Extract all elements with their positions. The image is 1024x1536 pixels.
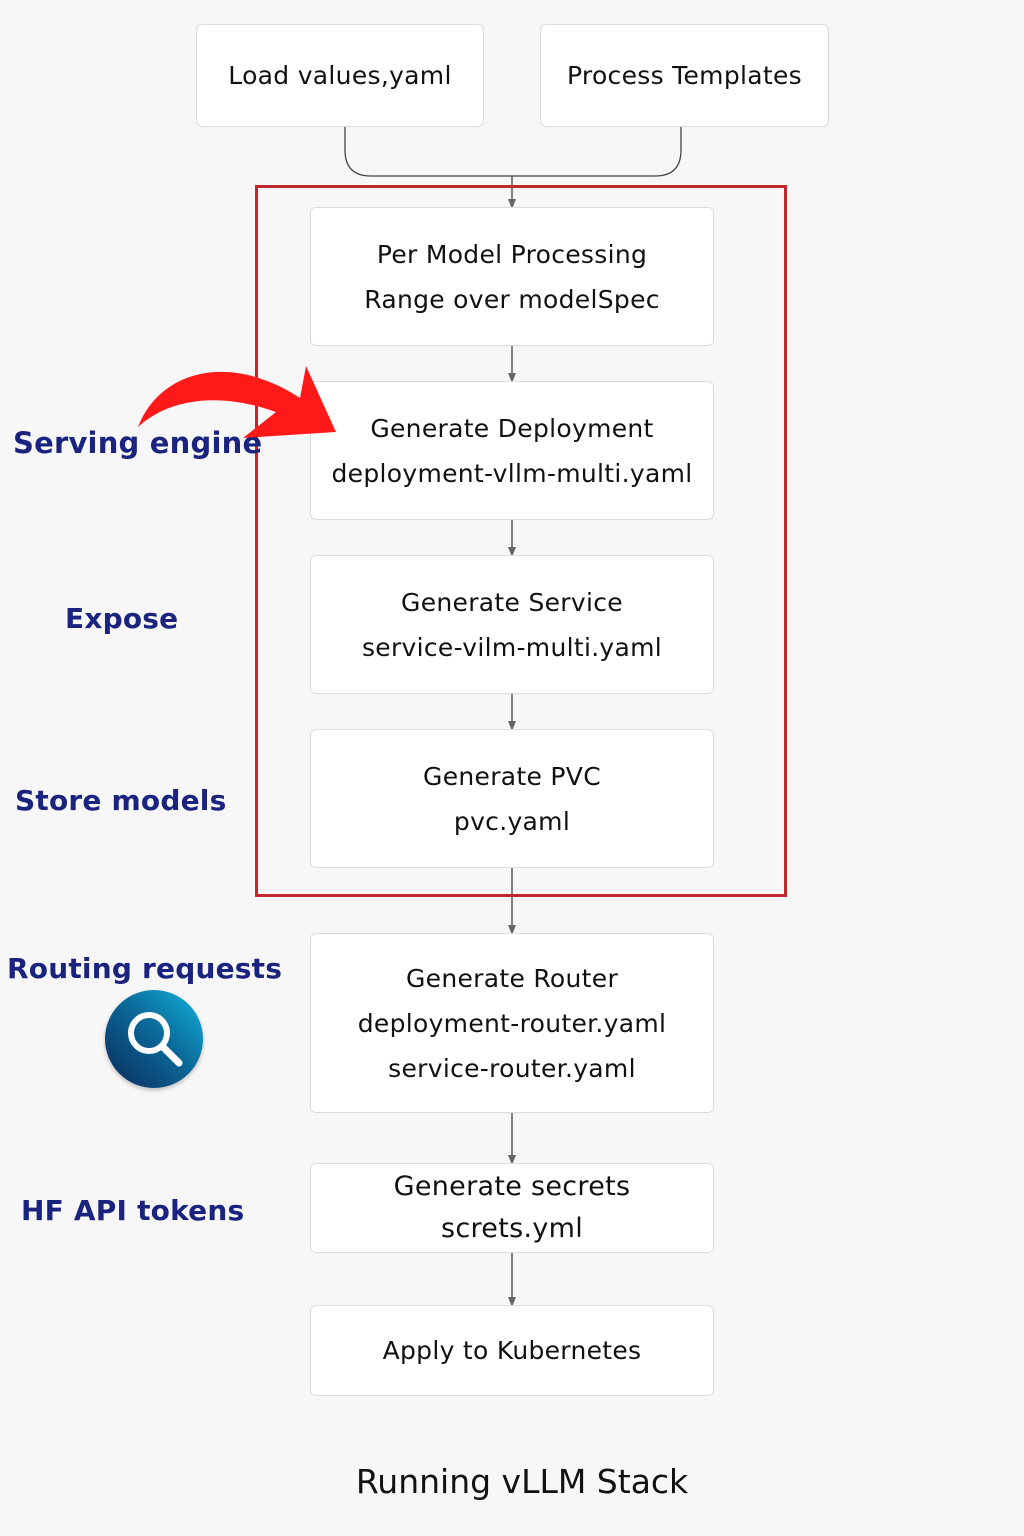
step-generate-router[interactable]: Generate Router deployment-router.yaml s… [310,933,714,1113]
step-title: Per Model Processing [376,239,648,269]
model-processing-highlight-frame [255,185,787,897]
step-title: Generate secrets [393,1171,631,1202]
annotation-routing-requests: Routing requests [7,952,283,985]
step-apply-to-kubernetes[interactable]: Apply to Kubernetes [310,1305,714,1396]
step-file: deployment-router.yaml [357,1008,667,1038]
step-title: Generate Deployment [370,413,654,443]
step-title: Generate PVC [423,761,601,791]
step-generate-pvc[interactable]: Generate PVC pvc.yaml [310,729,714,868]
search-icon [105,990,203,1088]
input-box-process-templates[interactable]: Process Templates [540,24,829,127]
annotation-hf-api-tokens: HF API tokens [21,1194,245,1227]
step-file: deployment-vllm-multi.yaml [331,458,693,488]
step-generate-deployment[interactable]: Generate Deployment deployment-vllm-mult… [310,381,714,520]
step-per-model-processing[interactable]: Per Model Processing Range over modelSpe… [310,207,714,346]
annotation-expose: Expose [65,602,179,635]
merge-connector [344,127,682,177]
step-file: service-router.yaml [388,1053,636,1083]
step-file: pvc.yaml [453,806,571,836]
input-box-load-values[interactable]: Load values,yaml [196,24,484,127]
input-label: Process Templates [567,61,802,90]
step-generate-service[interactable]: Generate Service service-vilm-multi.yaml [310,555,714,694]
step-generate-secrets[interactable]: Generate secrets screts.yml [310,1163,714,1253]
annotation-store-models: Store models [15,784,227,817]
footer-running-vllm-stack: Running vLLM Stack [355,1462,689,1501]
step-file: service-vilm-multi.yaml [361,632,663,662]
step-title: Generate Router [405,963,619,993]
step-detail: Range over modelSpec [364,284,660,314]
annotation-serving-engine: Serving engine [13,426,263,460]
step-title: Generate Service [401,587,623,617]
step-title: Apply to Kubernetes [382,1336,642,1365]
input-label: Load values,yaml [228,61,452,90]
step-file: screts.yml [440,1213,584,1244]
